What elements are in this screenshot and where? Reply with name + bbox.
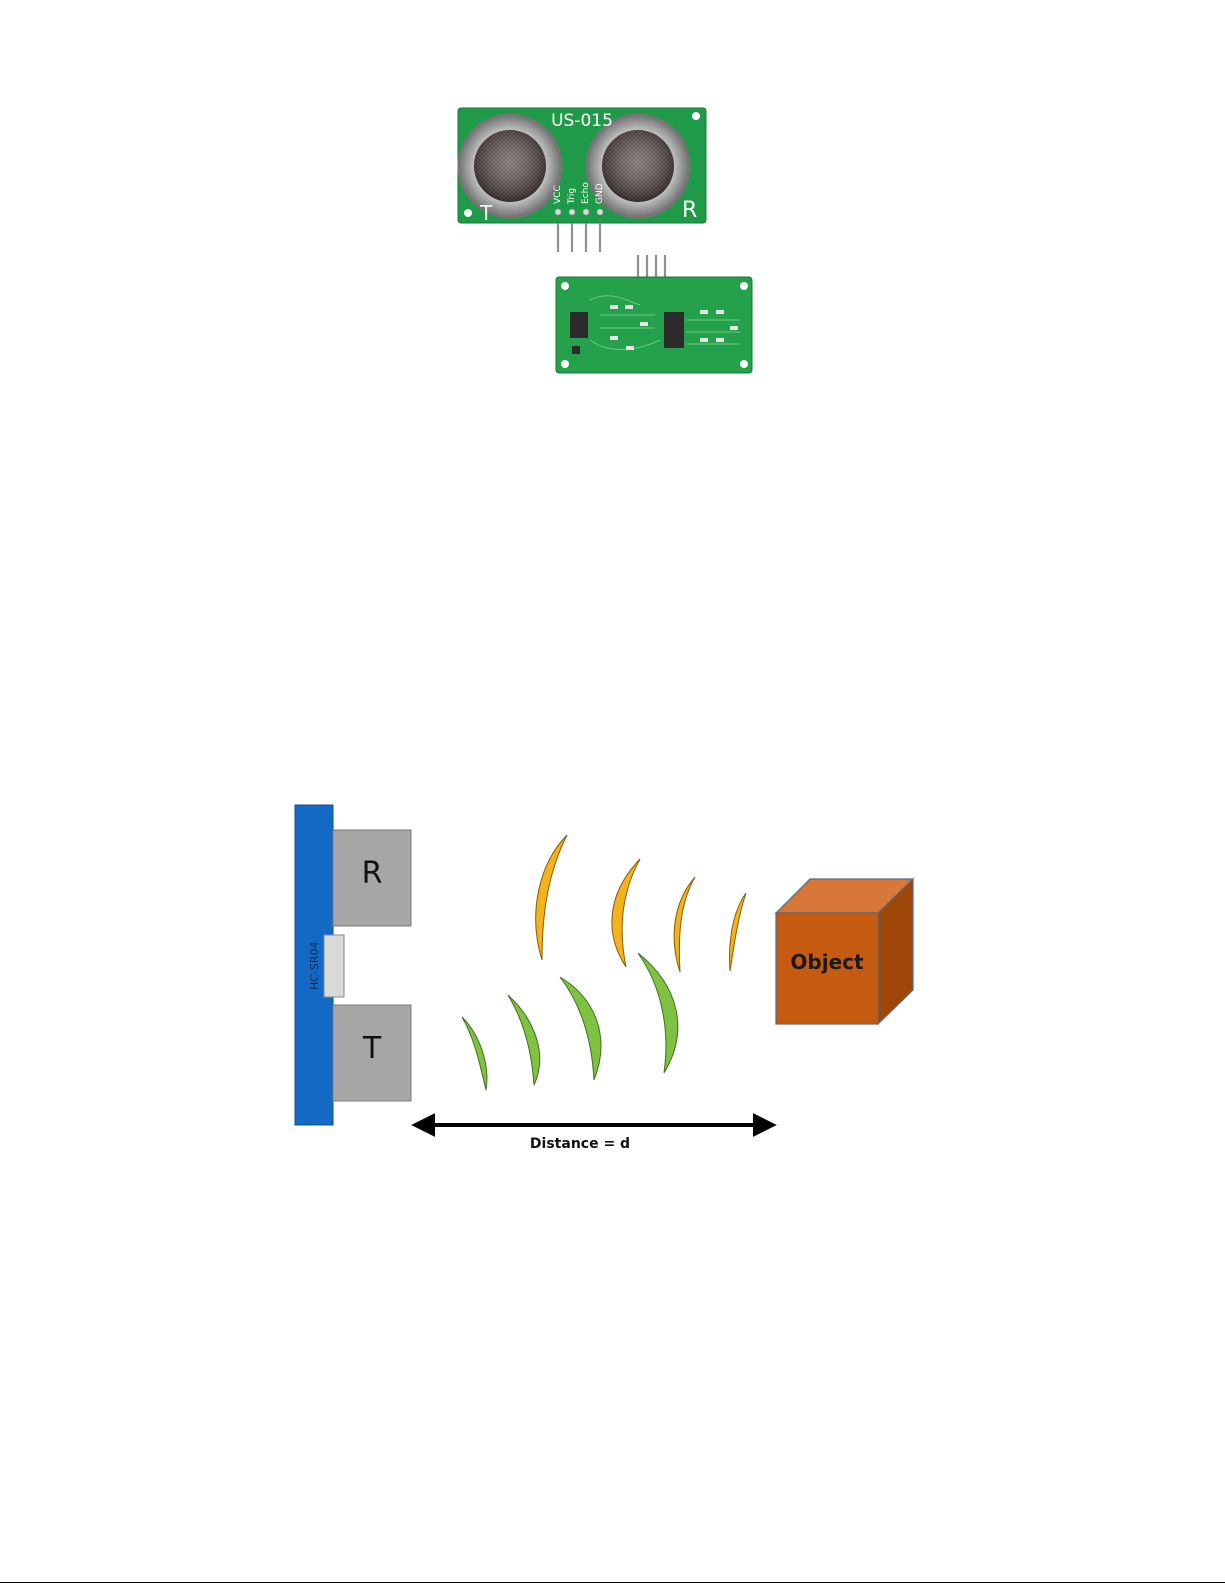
sensor-photo: US-015 T R VCC Trig Echo GND	[450, 100, 770, 385]
pin-label-trig: Trig	[567, 188, 577, 205]
pin-label-vcc: VCC	[553, 185, 563, 204]
distance-label: Distance = d	[530, 1136, 630, 1152]
transducer-left-label: T	[479, 201, 493, 225]
sensor-front-board: US-015 T R VCC Trig Echo GND	[458, 108, 706, 252]
echo-waves	[536, 835, 746, 972]
board-label: US-015	[551, 111, 613, 131]
page-bottom-rule	[0, 1582, 1225, 1583]
pin-label-echo: Echo	[581, 182, 591, 204]
sensor-back-board	[556, 255, 752, 373]
echo-wave-2	[612, 859, 640, 967]
emitted-wave-4	[638, 953, 678, 1073]
pin-label-gnd: GND	[595, 183, 605, 204]
transducer-right-label: R	[682, 198, 697, 223]
object-cube: Object	[776, 879, 913, 1024]
receiver-transducer: R	[333, 830, 411, 926]
transmitter-label: T	[362, 1031, 382, 1066]
hcsr04-diagram: HC-SR04 R T	[280, 795, 940, 1170]
header-pins-front	[558, 223, 600, 252]
module-connector	[324, 935, 344, 997]
transmitter-transducer: T	[333, 1005, 411, 1101]
echo-wave-1	[536, 835, 567, 960]
object-label: Object	[790, 950, 864, 974]
module-label: HC-SR04	[308, 941, 321, 990]
emitted-wave-2	[508, 995, 540, 1085]
echo-wave-4	[730, 893, 746, 971]
emitted-wave-3	[560, 977, 601, 1080]
echo-wave-3	[674, 877, 695, 972]
emitted-wave-1	[462, 1017, 487, 1090]
receiver-label: R	[362, 856, 383, 891]
emitted-waves	[462, 953, 678, 1090]
transducer-left	[458, 114, 562, 218]
